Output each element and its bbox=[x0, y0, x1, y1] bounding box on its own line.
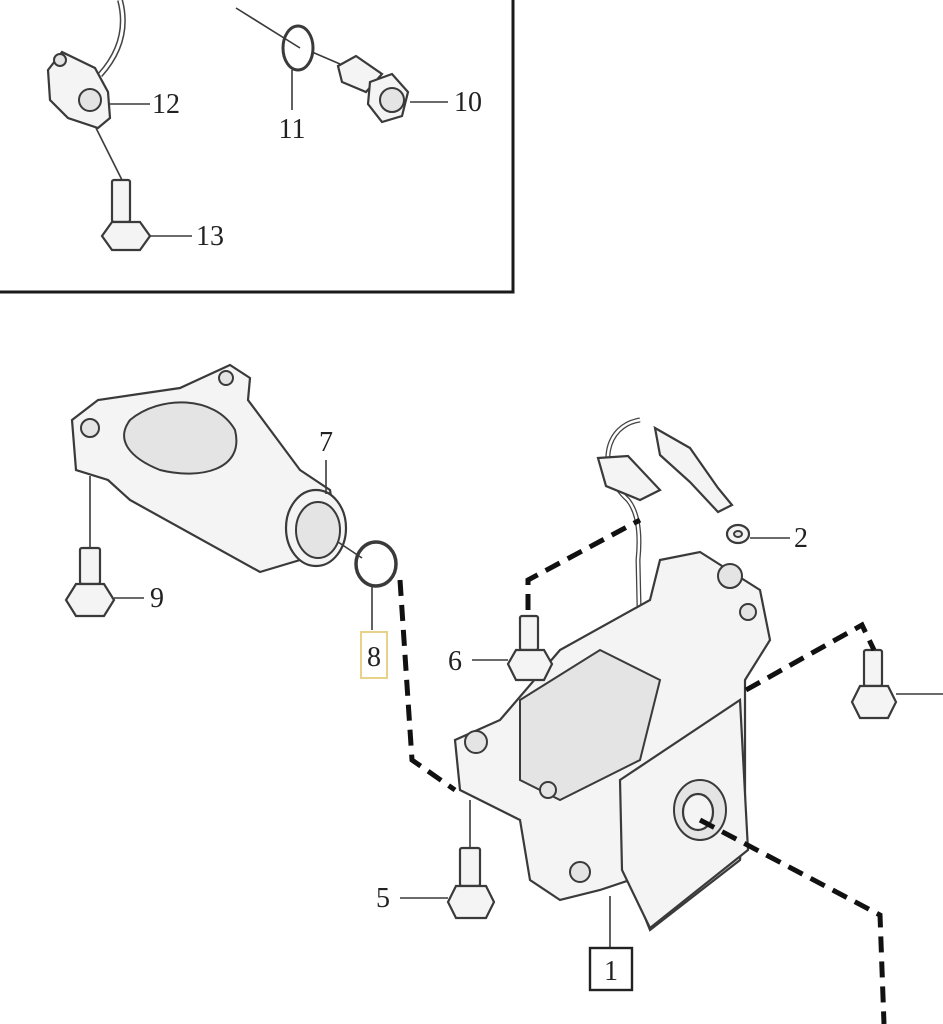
part-11-o-ring[interactable] bbox=[235, 7, 315, 110]
part-7-outlet-housing[interactable] bbox=[70, 363, 348, 574]
callout-1-box bbox=[588, 946, 634, 992]
bolt-right-edge[interactable] bbox=[850, 648, 943, 720]
callout-6: 6 bbox=[448, 646, 462, 677]
part-8-o-ring[interactable] bbox=[337, 540, 398, 630]
callout-8: 8 bbox=[367, 642, 381, 673]
callout-2: 2 bbox=[794, 523, 808, 554]
callout-7: 7 bbox=[319, 427, 333, 458]
part-1-pump-assembly[interactable] bbox=[453, 417, 772, 948]
callout-5: 5 bbox=[376, 883, 390, 914]
part-2-washer[interactable] bbox=[725, 523, 790, 545]
callout-13: 13 bbox=[196, 221, 224, 252]
callout-labels: 1 2 5 6 7 8 9 10 11 12 13 bbox=[150, 87, 808, 992]
callout-12: 12 bbox=[152, 89, 180, 120]
part-13-bolt[interactable] bbox=[95, 127, 192, 252]
callout-1: 1 bbox=[604, 956, 618, 987]
part-6-bolt[interactable] bbox=[472, 614, 554, 682]
callout-8-highlight bbox=[360, 631, 388, 679]
part-10-plug[interactable] bbox=[311, 51, 448, 124]
assembly-guide-lines bbox=[397, 517, 887, 1024]
part-9-bolt[interactable] bbox=[64, 476, 144, 618]
callout-11: 11 bbox=[279, 114, 306, 145]
callout-10: 10 bbox=[454, 87, 482, 118]
callout-9: 9 bbox=[150, 583, 164, 614]
part-5-bolt[interactable] bbox=[400, 800, 496, 920]
part-12-sensor-bracket[interactable] bbox=[46, 0, 150, 130]
detail-inset-frame bbox=[0, 0, 515, 294]
